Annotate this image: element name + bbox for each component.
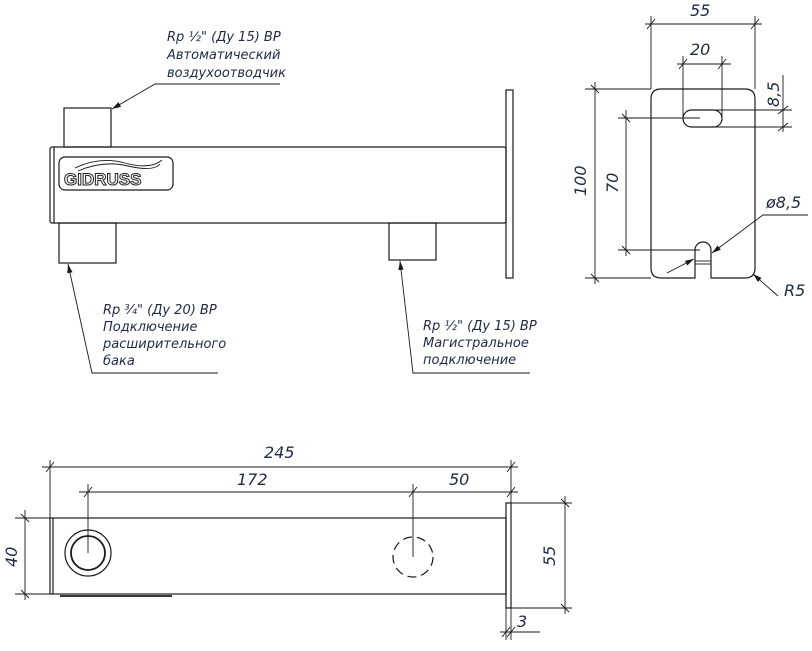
dimension-label: расширительного <box>102 337 226 352</box>
dimension-label: Автоматический <box>166 48 280 63</box>
flange-plate <box>650 88 756 279</box>
dimension-label: 20 <box>690 40 710 59</box>
gidruss-logo: GIDRUSS <box>58 156 174 191</box>
hidden-main-port <box>392 536 434 578</box>
callout-main-connection: Rp ½" (Ду 15) ВР Магистральное подключен… <box>398 260 537 374</box>
dimension-label: 3 <box>517 612 527 631</box>
callout-expansion-tank: Rp ¾" (Ду 20) ВР Подключение расширитель… <box>67 263 226 374</box>
dimension-label: бака <box>103 354 135 369</box>
top-view: 245 172 50 40 55 3 <box>2 443 572 640</box>
dimension-label: Rp ½" (Ду 15) ВР <box>423 319 537 334</box>
dimension-label: R5 <box>784 281 805 300</box>
top-nipple <box>63 107 112 148</box>
dimension-label: Магистральное <box>423 336 529 351</box>
dimension-label: 50 <box>449 470 469 489</box>
dimension-label: Rp ½" (Ду 15) ВР <box>167 30 281 45</box>
side-view: 55 20 8,5 100 70 ø8,5 R5 <box>571 1 808 300</box>
dimension-label: 245 <box>264 443 295 462</box>
dimension-label: ø8,5 <box>765 193 801 212</box>
dimension-label: 55 <box>540 546 559 566</box>
dimension-label: GIDRUSS <box>64 170 141 189</box>
flange-top <box>505 502 512 609</box>
dimension-label: воздухоотводчик <box>167 66 286 81</box>
left-bottom-nipple <box>58 222 117 264</box>
right-bottom-nipple <box>388 222 437 261</box>
dimension-label: 8,5 <box>764 82 783 107</box>
dimension-label: Подключение <box>103 320 197 335</box>
dimension-label: 100 <box>571 165 590 196</box>
dimension-label: подключение <box>423 353 516 368</box>
dimension-label: 70 <box>603 173 622 193</box>
dimension-label: Rp ¾" (Ду 20) ВР <box>103 303 217 318</box>
mounting-flange <box>505 89 514 279</box>
front-view: GIDRUSS Rp ½" (Ду 15) ВР Автоматический … <box>49 30 537 374</box>
mounting-slot <box>682 109 723 128</box>
callout-air-vent: Rp ½" (Ду 15) ВР Автоматический воздухоо… <box>111 30 286 110</box>
dimension-label: 40 <box>2 547 21 567</box>
manifold-body-top <box>49 517 507 595</box>
dimension-label: 55 <box>690 1 710 20</box>
dimension-label: 172 <box>237 470 268 489</box>
